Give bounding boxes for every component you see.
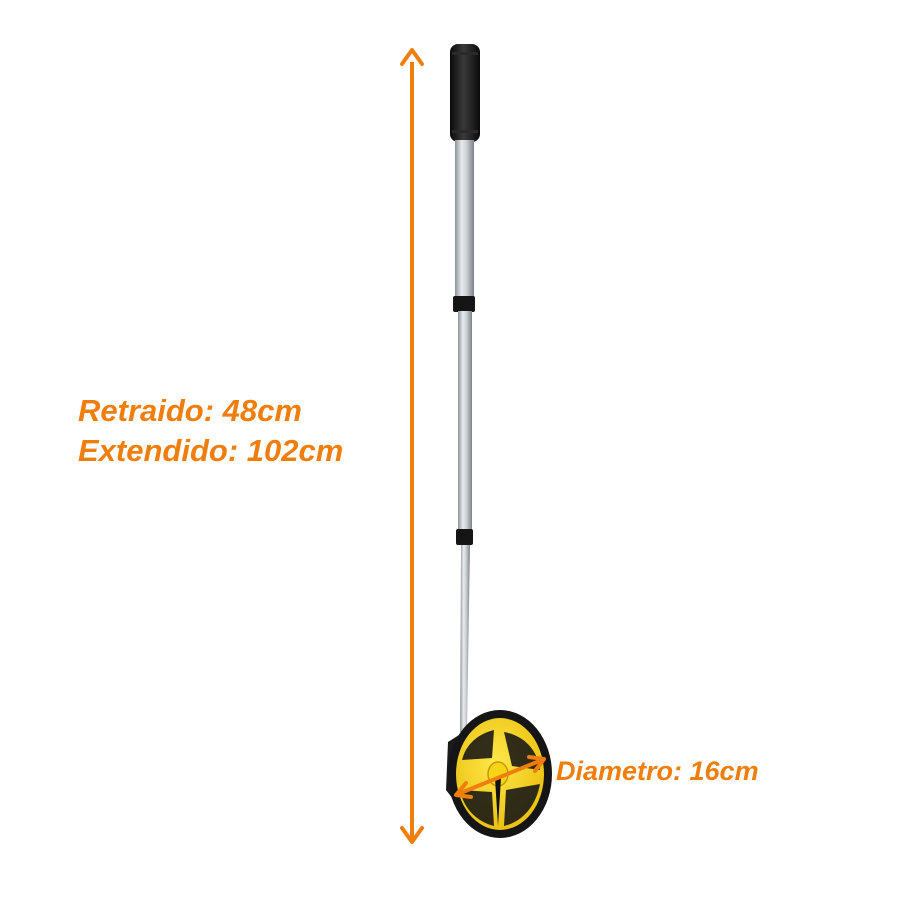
pole-joint-upper — [453, 296, 475, 312]
pole-upper-section — [455, 140, 474, 298]
retracted-length-label: Retraido: 48cm — [78, 393, 302, 428]
wheel-cutout-4 — [462, 730, 494, 760]
height-arrow-head-top — [400, 48, 424, 66]
wheel-cutout-2 — [504, 784, 540, 826]
wheel-cutout-3 — [460, 790, 494, 826]
wheel — [446, 710, 552, 838]
wheel-cutout-1 — [504, 732, 540, 770]
diameter-arrow-head-right — [527, 755, 546, 773]
diameter-arrow-line — [456, 758, 544, 796]
pole-lower-section — [460, 545, 470, 732]
height-dimension-arrow — [400, 48, 424, 844]
wheel-pointer — [495, 778, 501, 826]
pole-middle-section — [458, 311, 472, 531]
height-arrow-head-bottom — [400, 826, 424, 844]
diameter-arrow-head-left — [454, 781, 473, 799]
diameter-dimension-arrow — [454, 755, 546, 799]
handle-grip — [450, 44, 480, 142]
pole-joint-lower — [456, 529, 473, 545]
wheel-diameter-label: Diametro: 16cm — [556, 756, 759, 786]
extended-length-label: Extendido: 102cm — [78, 433, 344, 468]
